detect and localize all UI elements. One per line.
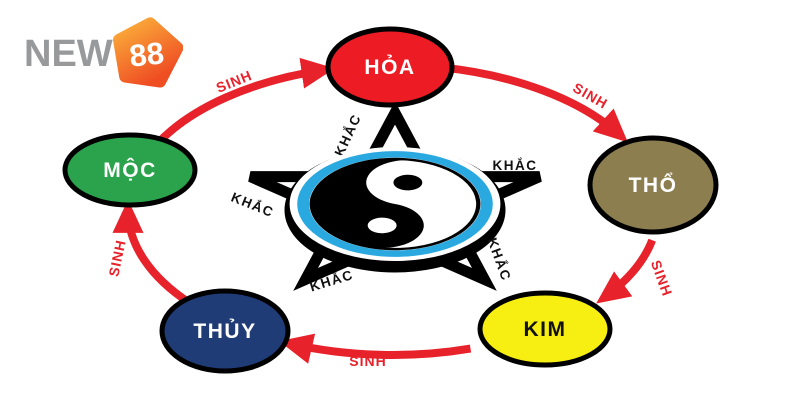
- sinh-arrow-moc-to-hoa: [153, 57, 335, 147]
- node-tho-shape: [587, 135, 719, 235]
- node-thuy: THỦY: [159, 288, 291, 374]
- sinh-label: SINH: [349, 353, 386, 369]
- sinh-label: SINH: [105, 238, 128, 278]
- khac-label: KHẮC: [484, 236, 513, 283]
- sinh-label: SINH: [648, 258, 676, 299]
- khac-label: KHẮC: [229, 189, 276, 220]
- node-thuy-label: THỦY: [193, 319, 256, 343]
- sinh-arrow-kim-to-thuy: [279, 333, 472, 364]
- new88-logo: NEW 88: [24, 16, 183, 92]
- sinh-arrow-hoa-to-tho: [438, 63, 628, 143]
- node-tho: THỔ: [587, 135, 719, 235]
- node-moc-shape: [62, 132, 198, 208]
- element-nodes: HỎA THỔ KIM THỦY MỘC: [62, 26, 719, 374]
- brand-text: NEW: [24, 33, 113, 75]
- sinh-arrow-thuy-to-moc: [112, 199, 193, 307]
- node-moc-label: MỘC: [103, 158, 157, 182]
- node-tho-label: THỔ: [629, 173, 678, 197]
- node-kim-shape: [477, 290, 613, 368]
- yinyang-dark-dot: [393, 174, 423, 191]
- node-thuy-shape: [159, 288, 291, 374]
- node-kim: KIM: [477, 290, 613, 368]
- khac-label: KHẮC: [493, 158, 538, 173]
- sinh-arrow-tho-to-kim: [596, 238, 656, 304]
- yinyang-light-dot: [367, 217, 397, 234]
- node-hoa-label: HỎA: [364, 55, 415, 79]
- node-moc: MỘC: [62, 132, 198, 208]
- node-hoa-shape: [325, 26, 455, 108]
- brand-badge: 88: [112, 17, 183, 88]
- node-kim-label: KIM: [524, 318, 567, 341]
- sinh-cycle-arrows: [112, 57, 656, 364]
- yin-yang-icon: [289, 146, 501, 262]
- node-hoa: HỎA: [325, 26, 455, 108]
- brand-badge-number: 88: [127, 35, 165, 73]
- badge-shape: [112, 17, 183, 88]
